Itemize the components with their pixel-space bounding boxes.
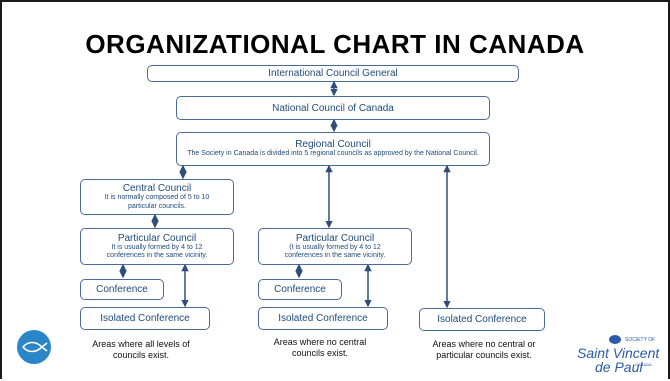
box-isolated-conference-mid: Isolated Conference <box>258 307 388 330</box>
box-description: (t is usually formed by 4 to 12 conferen… <box>284 243 386 259</box>
box-description: It is normally composed of 5 to 10 parti… <box>104 194 210 210</box>
box-isolated-conference-right: Isolated Conference <box>419 308 545 331</box>
page-title: ORGANIZATIONAL CHART IN CANADA <box>85 29 585 59</box>
box-title: Central Council <box>122 183 192 195</box>
svdp-logo: SOCIETY OF Saint Vincent de Paul CANADA <box>577 335 667 375</box>
box-title: Regional Council <box>295 139 371 151</box>
box-particular-council-left: Particular Council It is usually formed … <box>80 228 234 265</box>
caption-all-levels: Areas where all levels of councils exist… <box>92 339 190 361</box>
box-conference-mid: Conference <box>258 279 342 300</box>
box-title: Conference <box>96 284 148 295</box>
box-title: International Council General <box>268 68 398 79</box>
logo-mark-icon <box>609 335 621 344</box>
box-title: Isolated Conference <box>278 313 368 324</box>
box-isolated-conference-left: Isolated Conference <box>80 307 210 330</box>
box-title: Particular Council <box>117 232 197 244</box>
box-international-council: International Council General <box>147 65 519 82</box>
box-title: Conference <box>274 284 326 295</box>
caption-no-central-or-particular: Areas where no central or particular cou… <box>432 339 536 361</box>
box-title: Particular Council <box>295 232 375 244</box>
logo-de-paul: de Paul <box>595 359 643 375</box>
box-description: The Society in Canada is divided into 5 … <box>187 150 479 158</box>
fish-circle-logo-icon <box>16 329 52 365</box>
box-description: It is usually formed by 4 to 12 conferen… <box>106 243 208 259</box>
logo-society-of: SOCIETY OF <box>625 337 656 343</box>
logo-saint-vincent: Saint Vincent <box>577 345 660 361</box>
box-national-council: National Council of Canada <box>176 96 490 120</box>
box-regional-council: Regional Council The Society in Canada i… <box>176 132 490 166</box>
box-title: National Council of Canada <box>272 102 394 114</box>
caption-no-central: Areas where no central councils exist. <box>273 337 367 359</box>
logo-canada: CANADA <box>635 362 652 367</box>
box-title: Isolated Conference <box>437 314 527 325</box>
box-central-council: Central Council It is normally composed … <box>80 179 234 215</box>
box-conference-left: Conference <box>80 279 164 300</box>
box-particular-council-mid: Particular Council (t is usually formed … <box>258 228 412 265</box>
box-title: Isolated Conference <box>100 313 190 324</box>
